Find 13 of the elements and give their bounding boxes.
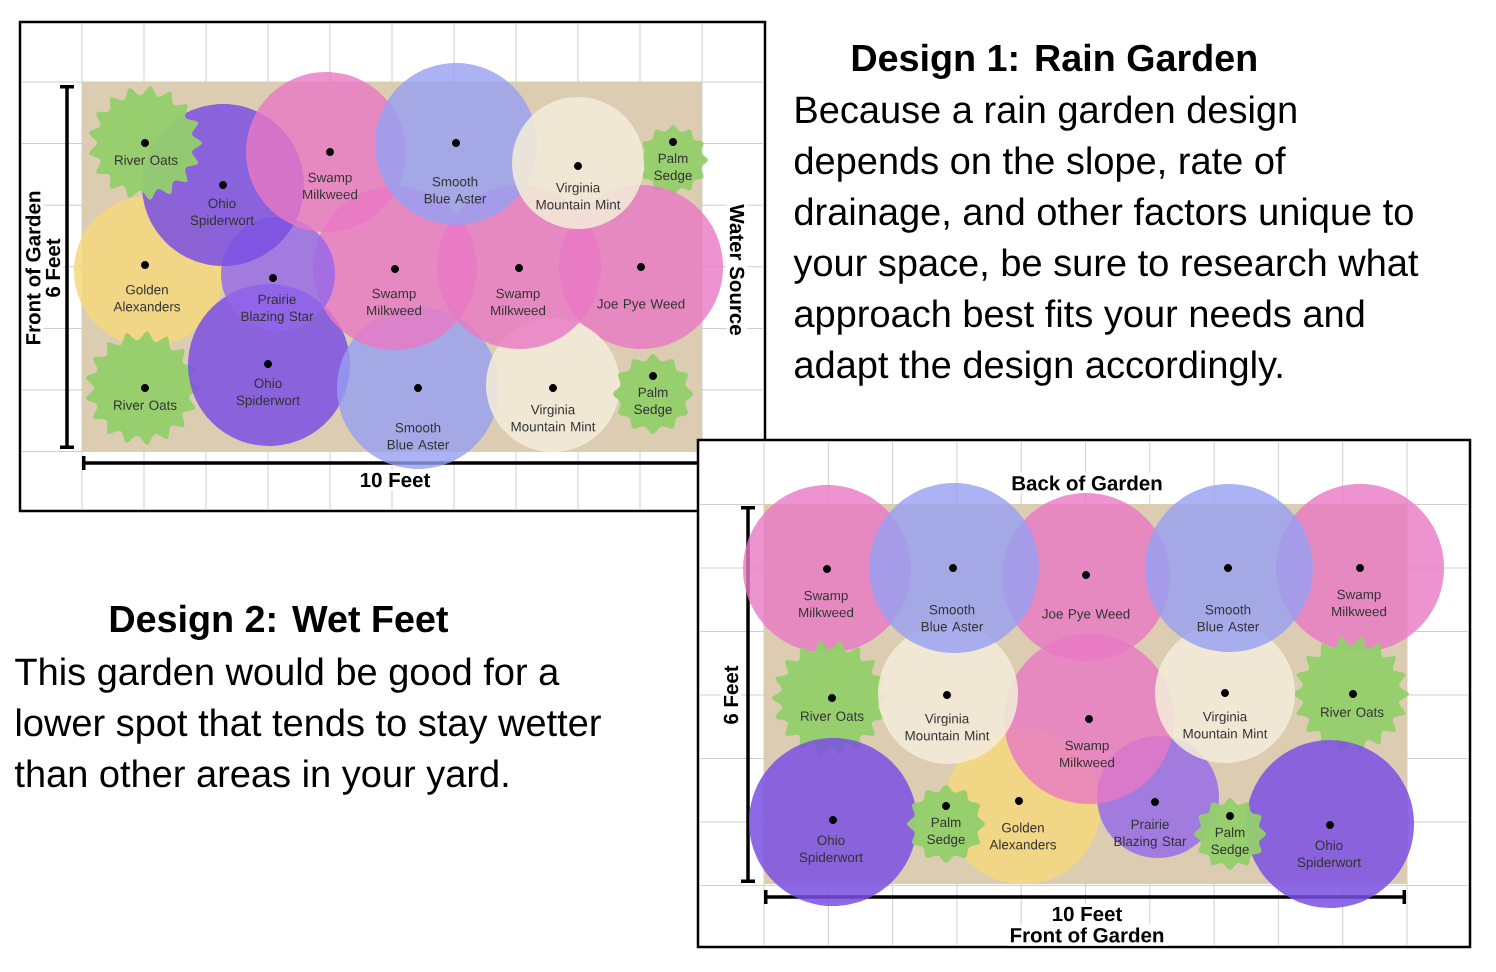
plant-starburst: River Oats: [1293, 636, 1409, 752]
plant-starburst: River Oats: [772, 640, 888, 756]
paragraph: Because a rain garden design depends on the slope, rate of drainage, and other factors unique to your space, be sure to research what approach best fits your needs and adapt the design accordingly.: [793, 95, 1419, 386]
dimension-label: 6 Feet: [720, 662, 742, 728]
dimension-label: 6 Feet: [42, 235, 64, 301]
heading: Design 2: Wet Feet: [110, 604, 448, 640]
side-label: Water Source: [726, 201, 748, 339]
plant-starburst: River Oats: [86, 331, 199, 445]
plant-starburst: River Oats: [89, 86, 202, 200]
plant-starburst: Palm Sedge: [613, 354, 693, 434]
heading: Design 1: Rain Garden: [852, 43, 1256, 79]
plant-starburst: Palm Sedge: [907, 785, 985, 863]
paragraph: This garden would be good for a lower spot that tends to stay wetter than other areas in your yard.: [14, 657, 601, 795]
